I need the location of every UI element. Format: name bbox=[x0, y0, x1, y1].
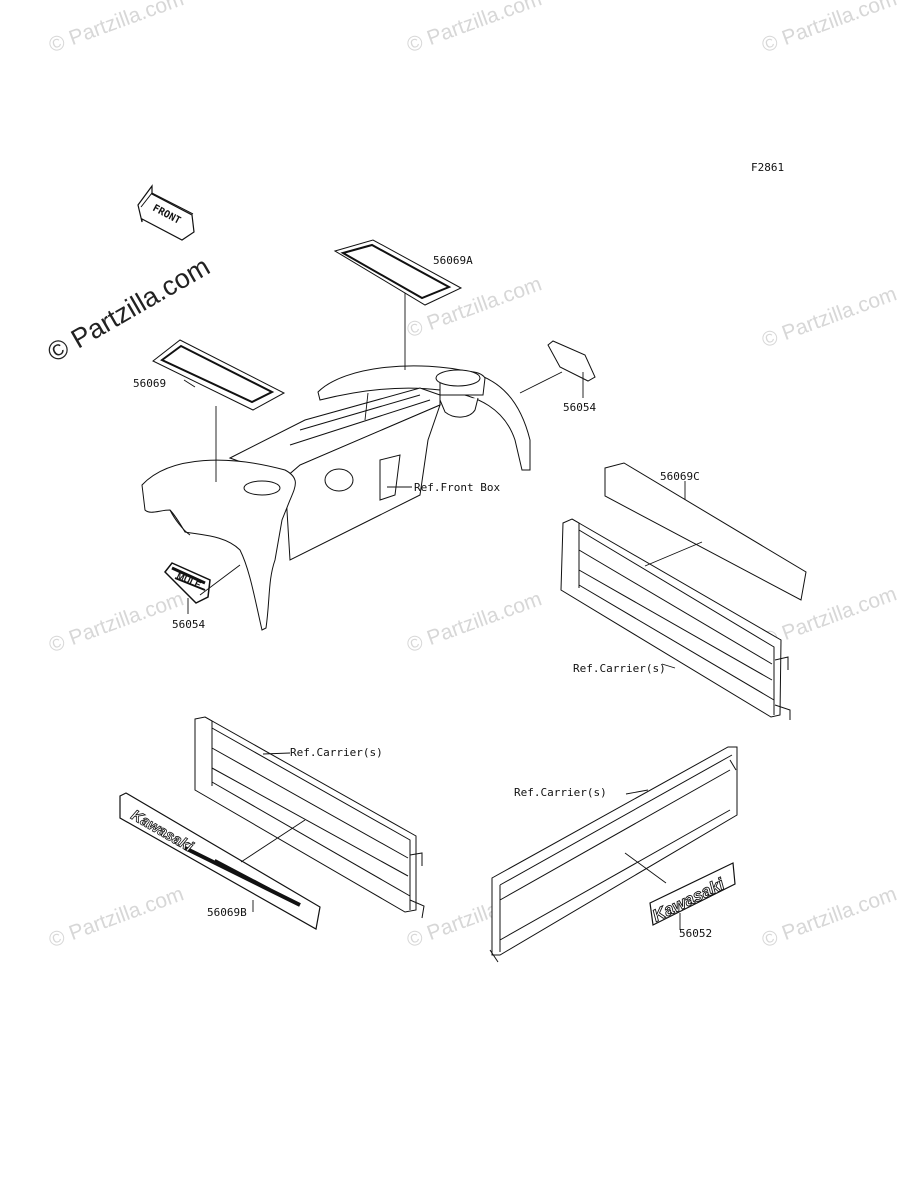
part-label-56069a[interactable]: 56069A bbox=[433, 254, 473, 267]
decal-56069 bbox=[152, 339, 286, 411]
front-arrow-icon bbox=[137, 184, 195, 241]
ref-label-front-box: Ref.Front Box bbox=[414, 481, 501, 494]
ref-label-carrier-bottom: Ref.Carrier(s) bbox=[514, 786, 607, 799]
decal-56069c bbox=[604, 462, 807, 601]
part-label-56054-left[interactable]: 56054 bbox=[172, 618, 206, 631]
part-label-56069[interactable]: 56069 bbox=[133, 377, 167, 390]
part-label-56069c[interactable]: 56069C bbox=[660, 470, 700, 483]
part-label-56069b[interactable]: 56069B bbox=[207, 906, 247, 919]
carrier-panel-left bbox=[194, 716, 425, 919]
decal-56069a bbox=[333, 239, 463, 306]
ref-label-carrier-right: Ref.Carrier(s) bbox=[573, 662, 666, 675]
figure-code: F2861 bbox=[751, 161, 785, 174]
carrier-panel-bottom bbox=[489, 746, 738, 963]
carrier-panel-right bbox=[560, 518, 791, 720]
decal-56054 bbox=[547, 340, 596, 382]
ref-label-carrier-left: Ref.Carrier(s) bbox=[290, 746, 383, 759]
part-label-56052[interactable]: 56052 bbox=[679, 927, 713, 940]
decal-56069b bbox=[119, 792, 321, 930]
leader-lines bbox=[183, 293, 703, 930]
decal-56052 bbox=[649, 862, 736, 926]
front-fender-body bbox=[141, 365, 531, 631]
part-label-56054-top[interactable]: 56054 bbox=[563, 401, 597, 414]
